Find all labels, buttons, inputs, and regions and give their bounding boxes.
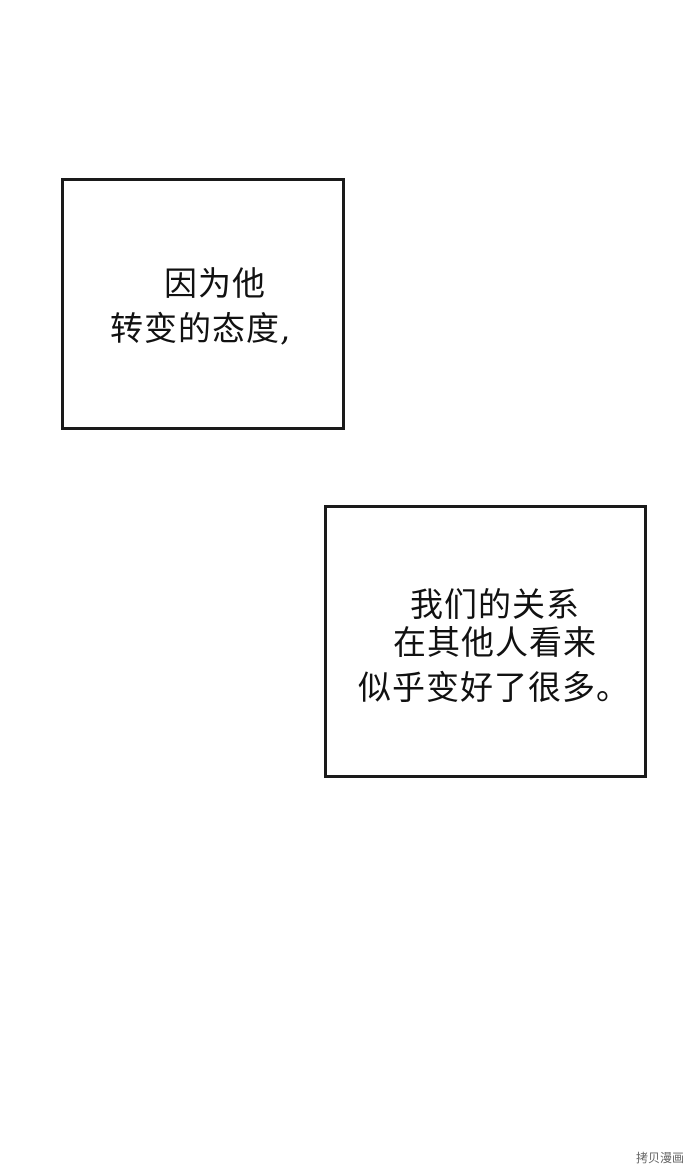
caption-text-line: 因为他: [164, 264, 266, 303]
caption-text-line: 在其他人看来: [393, 623, 597, 662]
caption-box-1: 因为他 转变的态度,: [61, 178, 345, 430]
caption-box-2: 我们的关系 在其他人看来 似乎变好了很多。: [324, 505, 647, 778]
watermark: 拷贝漫画: [635, 1151, 684, 1165]
caption-text-line: 似乎变好了很多。: [358, 668, 630, 707]
caption-text-line: 我们的关系: [410, 585, 580, 624]
caption-text-line: 转变的态度,: [110, 309, 292, 348]
